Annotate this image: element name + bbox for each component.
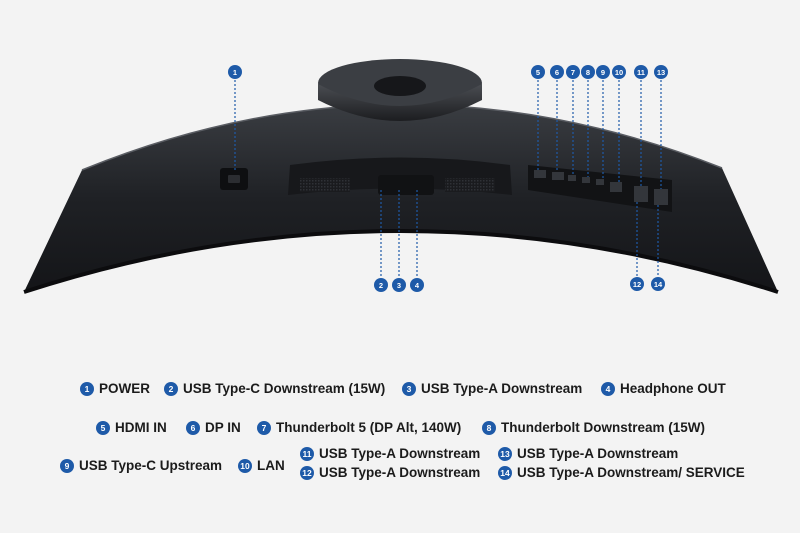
stand-neck [318, 84, 482, 121]
svg-text:11: 11 [637, 68, 645, 77]
center-ports-panel [378, 175, 434, 195]
marker-5: 5 [531, 65, 545, 79]
vent-right [445, 178, 495, 192]
marker-13: 13 [654, 65, 668, 79]
svg-text:2: 2 [379, 281, 383, 290]
svg-text:5: 5 [536, 68, 540, 77]
stand-pivot [374, 76, 426, 96]
marker-2: 2 [374, 278, 388, 292]
svg-text:7: 7 [571, 68, 575, 77]
marker-6: 6 [550, 65, 564, 79]
svg-text:13: 13 [657, 68, 665, 77]
marker-9: 9 [596, 65, 610, 79]
marker-14: 14 [651, 277, 665, 291]
marker-7: 7 [566, 65, 580, 79]
svg-text:6: 6 [555, 68, 559, 77]
svg-text:12: 12 [633, 280, 641, 289]
svg-text:1: 1 [233, 68, 237, 77]
marker-4: 4 [410, 278, 424, 292]
svg-text:10: 10 [615, 68, 623, 77]
marker-8: 8 [581, 65, 595, 79]
svg-text:8: 8 [586, 68, 590, 77]
marker-1: 1 [228, 65, 242, 79]
marker-10: 10 [612, 65, 626, 79]
svg-text:9: 9 [601, 68, 605, 77]
marker-3: 3 [392, 278, 406, 292]
monitor-bottom-edge [23, 229, 779, 294]
vent-left [300, 178, 350, 192]
svg-text:4: 4 [415, 281, 420, 290]
svg-text:3: 3 [397, 281, 401, 290]
svg-text:14: 14 [654, 280, 663, 289]
marker-11: 11 [634, 65, 648, 79]
marker-12: 12 [630, 277, 644, 291]
